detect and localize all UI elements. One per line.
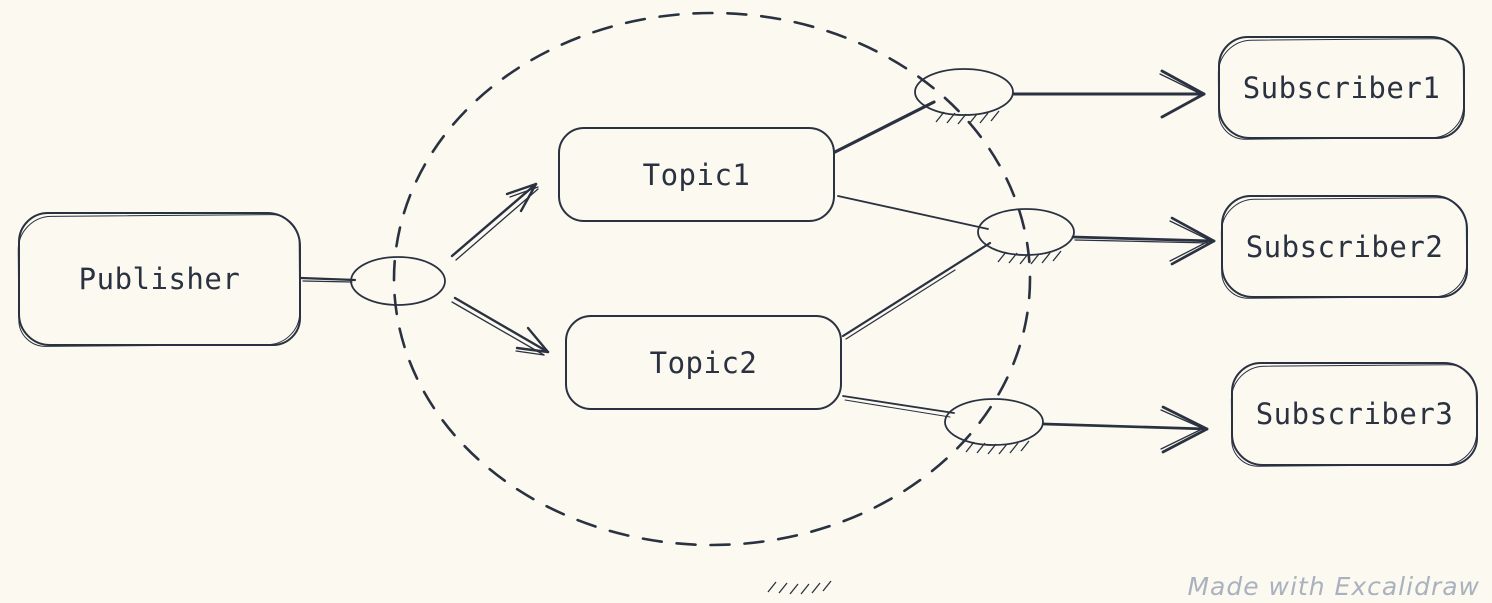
topic1-to-port-top-line [831,100,936,155]
publisher-to-port-line [299,276,357,283]
publisher-to-topic1-arrow [450,182,539,261]
topic2-label: Topic2 [649,345,758,380]
publisher-to-topic2-arrow [451,296,550,356]
topic1-label: Topic1 [642,157,751,192]
subscriber3-node: Subscriber3 [1231,362,1478,466]
topic2-to-port-middle-line [841,241,992,340]
publisher-label: Publisher [78,262,241,296]
publisher-node: Publisher [18,212,301,346]
subscriber1-label: Subscriber1 [1242,70,1441,105]
port-to-subscriber3-arrow [1042,405,1209,454]
subscriber2-label: Subscriber2 [1245,229,1444,264]
excalidraw-watermark: Made with Excalidraw [1187,572,1480,601]
port-top-ellipse [914,68,1014,125]
topic1-node: Topic1 [558,127,835,222]
subscriber3-label: Subscriber3 [1255,397,1454,431]
subscriber2-node: Subscriber2 [1221,195,1468,298]
topic2-to-port-bottom-line [842,395,955,418]
port-bottom-ellipse [944,398,1044,455]
publisher-port-ellipse [350,256,832,595]
port-middle-ellipse [977,208,1075,265]
subscriber1-node: Subscriber1 [1218,36,1465,139]
topic1-to-port-middle-line [837,195,989,230]
port-to-subscriber1-arrow [1012,69,1206,119]
port-to-subscriber2-arrow [1071,216,1216,266]
topic2-node: Topic2 [565,315,842,410]
broker-boundary-dashed-circle [392,11,1032,547]
